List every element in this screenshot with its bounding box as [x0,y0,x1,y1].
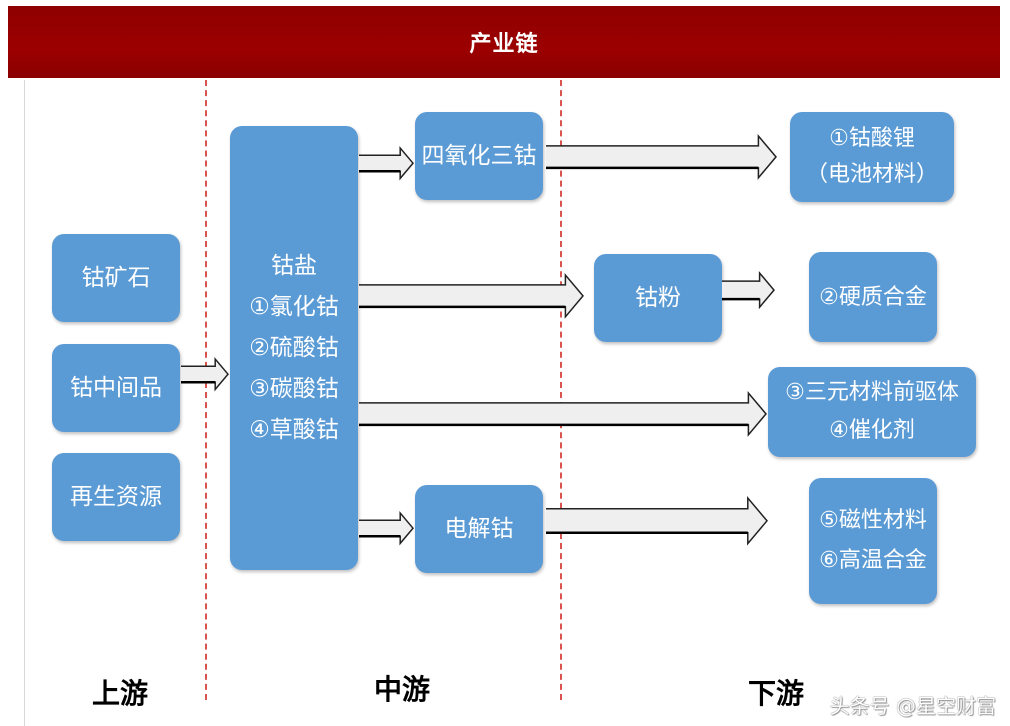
box-label: 钴矿石 [81,264,151,291]
box-label: 电解钴 [444,515,514,542]
arrow-shape [181,356,229,392]
arrow-shape [722,270,775,310]
header-banner: 产业链 [8,6,1000,78]
watermark: 头条号 @星空财富 [829,694,996,718]
arrow-shape [359,273,584,319]
box-ternary-precursor: ③三元材料前驱体 ④催化剂 [768,367,976,457]
box-electrolytic-cobalt: 电解钴 [415,485,543,573]
box-cobalt-salt: 钴盐 ①氯化钴 ②硫酸钴 ③碳酸钴 ④草酸钴 [230,126,358,570]
stage-label-upstream: 上游 [92,677,149,710]
stage-label-downstream: 下游 [748,677,805,710]
arrow-shape [359,145,414,181]
box-label: 钴粉 [635,284,681,311]
arrow-powder-to-carbide [722,270,775,310]
box-label: 四氧化三钴 [421,142,537,169]
box-label-line: ③三元材料前驱体 [785,380,959,405]
box-label: 钴中间品 [70,374,162,401]
box-recycled-resources: 再生资源 [52,453,180,541]
box-cobalt-powder: 钴粉 [594,254,722,342]
arrow-shape [359,391,767,437]
cobalt-salt-item: ③碳酸钴 [249,375,339,402]
arrow-shape [546,496,768,546]
arrow-salt-to-electrolytic [359,510,414,546]
arrow-electrolytic-to-magnetic [546,496,768,546]
arrow-shape [359,510,414,546]
box-tricobalt-tetroxide: 四氧化三钴 [415,112,543,200]
box-label-line: （电池材料） [805,162,938,187]
header-title: 产业链 [469,32,539,57]
box-label-line: ⑤磁性材料 [819,508,927,533]
left-border-line [24,80,25,726]
box-cobalt-intermediate: 钴中间品 [52,344,180,432]
box-label: 再生资源 [70,483,162,510]
arrow-salt-to-ternary [359,391,767,437]
divider-midstream-downstream [560,80,562,700]
arrow-tetroxide-to-lco [546,134,777,180]
divider-upstream-midstream [205,80,207,700]
arrow-intermediate-to-salt [181,356,229,392]
arrow-salt-to-tetroxide [359,145,414,181]
cobalt-salt-item: ①氯化钴 [249,293,339,320]
box-cobalt-ore: 钴矿石 [52,234,180,322]
cobalt-salt-title: 钴盐 [271,252,317,279]
cobalt-salt-item: ④草酸钴 [249,416,339,443]
arrow-shape [546,134,777,180]
arrow-salt-to-powder [359,273,584,319]
box-label-line: ⑥高温合金 [819,548,927,573]
box-label-line: ④催化剂 [829,418,915,443]
box-cemented-carbide: ②硬质合金 [809,252,937,342]
box-lithium-cobalt-oxide: ①钴酸锂 （电池材料） [790,112,954,202]
cobalt-salt-item: ②硫酸钴 [249,334,339,361]
box-magnetic-superalloy: ⑤磁性材料 ⑥高温合金 [809,478,937,604]
box-label: ②硬质合金 [819,284,927,310]
stage-label-midstream: 中游 [374,673,431,706]
box-label-line: ①钴酸锂 [829,126,915,151]
